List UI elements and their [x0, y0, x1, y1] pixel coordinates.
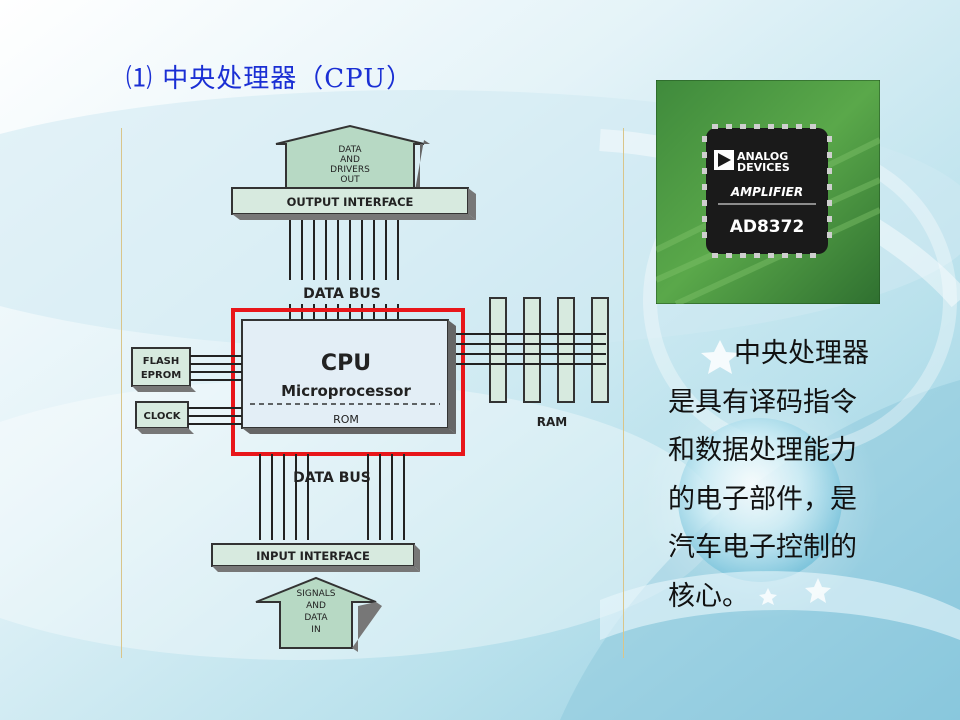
output-arrow-line1: DATA	[338, 145, 362, 155]
cpu-highlight-frame	[231, 308, 465, 456]
data-bus-top-label: DATA BUS	[303, 286, 381, 302]
clock-connections	[188, 407, 242, 425]
flash-connections	[190, 355, 242, 381]
flash-label-line1: FLASH	[143, 356, 180, 367]
output-interface-label: OUTPUT INTERFACE	[287, 195, 414, 209]
input-arrow-line2: AND	[306, 601, 326, 611]
chip-photo: ANALOG DEVICES AMPLIFIER AD8372	[656, 80, 880, 304]
right-divider	[623, 128, 624, 658]
description-line: 的电子部件，是	[668, 483, 857, 515]
chip-type: AMPLIFIER	[730, 185, 803, 199]
data-bus-bottom-label: DATA BUS	[293, 470, 371, 486]
output-arrow-line3: DRIVERS	[330, 165, 370, 175]
left-divider	[121, 128, 122, 658]
chip-brand-line2: DEVICES	[737, 161, 790, 174]
description-line: 汽车电子控制的	[668, 532, 857, 563]
description-line: 是具有译码指令	[668, 386, 857, 418]
description-line: 核心。	[668, 580, 749, 612]
input-interface-label: INPUT INTERFACE	[256, 549, 370, 563]
output-arrow-line4: OUT	[340, 175, 360, 185]
slide-title: ⑴ 中央处理器（CPU）	[126, 64, 414, 94]
output-interface-box: OUTPUT INTERFACE	[231, 187, 476, 220]
input-arrow-line4: IN	[311, 625, 320, 635]
input-interface-box: INPUT INTERFACE	[211, 543, 420, 572]
chip-part-number: AD8372	[730, 217, 805, 237]
ram-label: RAM	[537, 415, 567, 429]
flash-label-line2: EPROM	[141, 370, 181, 381]
clock-label: CLOCK	[144, 411, 182, 422]
input-arrow: SIGNALS AND DATA IN	[255, 576, 382, 652]
description-line: 中央处理器	[734, 338, 869, 369]
cpu-diagram: DATA AND DRIVERS OUT OUTPUT INTERFACE DA…	[131, 124, 609, 652]
flash-eprom-box: FLASH EPROM	[131, 347, 196, 392]
chip-brand-line1: ANALOG	[737, 150, 788, 163]
description-line: 和数据处理能力	[668, 435, 857, 466]
cpu-title: CPU	[321, 351, 371, 376]
rom-label: ROM	[333, 413, 359, 426]
clock-box: CLOCK	[135, 401, 194, 434]
input-arrow-line3: DATA	[304, 613, 328, 623]
cpu-subtitle: Microprocessor	[281, 382, 411, 400]
bottom-bus-lines	[259, 454, 405, 540]
output-arrow-line2: AND	[340, 155, 360, 165]
cpu-block: CPU Microprocessor ROM	[241, 319, 456, 434]
top-bus-lines	[289, 220, 399, 320]
ram-bank: RAM	[456, 297, 609, 429]
input-arrow-line1: SIGNALS	[297, 589, 336, 599]
cpu-description: 中央处理器 是具有译码指令 和数据处理能力 的电子部件，是 汽车电子控制的 核心…	[668, 330, 898, 621]
